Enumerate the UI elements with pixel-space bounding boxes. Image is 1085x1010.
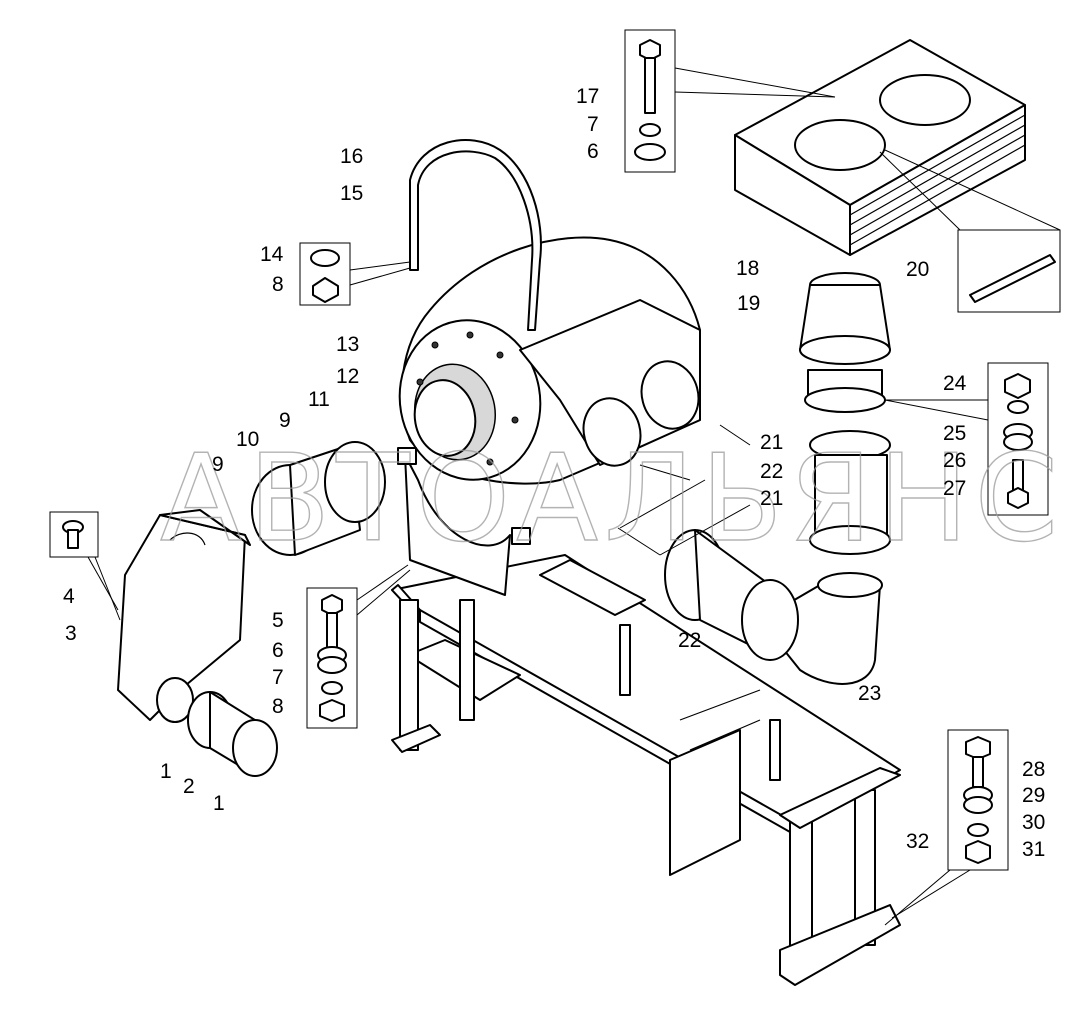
fastener-inset-28 bbox=[947, 729, 1009, 871]
fastener-inset-5 bbox=[306, 587, 358, 729]
callout-16: 16 bbox=[340, 145, 363, 168]
hose-10 bbox=[251, 441, 386, 556]
callout-2: 2 bbox=[183, 775, 195, 798]
callout-32: 32 bbox=[906, 830, 929, 853]
callout-6: 6 bbox=[587, 140, 599, 163]
callout-25: 25 bbox=[943, 422, 966, 445]
hose-22 bbox=[664, 529, 799, 661]
callout-27: 27 bbox=[943, 477, 966, 500]
callout-9: 9 bbox=[212, 453, 224, 476]
callout-3: 3 bbox=[65, 622, 77, 645]
fastener-inset-17 bbox=[624, 29, 676, 173]
callout-12: 12 bbox=[336, 365, 359, 388]
callout-13: 13 bbox=[336, 333, 359, 356]
callout-labels: 1 1 2 3 4 5 6 6 7 7 8 8 9 9 10 11 12 13 … bbox=[63, 85, 1045, 861]
hose-2 bbox=[187, 691, 278, 777]
callout-8: 8 bbox=[272, 273, 284, 296]
callout-22: 22 bbox=[678, 629, 701, 652]
callout-14: 14 bbox=[260, 243, 284, 266]
callout-31: 31 bbox=[1022, 838, 1045, 861]
callout-19: 19 bbox=[737, 292, 760, 315]
callout-17: 17 bbox=[576, 85, 599, 108]
callout-20: 20 bbox=[906, 258, 929, 281]
callout-23: 23 bbox=[858, 682, 881, 705]
fastener-inset-4 bbox=[49, 511, 99, 558]
callout-15: 15 bbox=[340, 182, 363, 205]
callout-4: 4 bbox=[63, 585, 75, 608]
callout-21: 21 bbox=[760, 431, 783, 454]
mounting-strap bbox=[409, 139, 542, 331]
air-intake-cap bbox=[117, 509, 251, 723]
callout-7: 7 bbox=[587, 113, 599, 136]
callout-8: 8 bbox=[272, 695, 284, 718]
callout-29: 29 bbox=[1022, 784, 1045, 807]
precleaner bbox=[799, 272, 891, 555]
housing-bracket bbox=[397, 447, 531, 596]
callout-24: 24 bbox=[943, 372, 967, 395]
callout-22: 22 bbox=[760, 460, 783, 483]
callout-6: 6 bbox=[272, 639, 284, 662]
watermark-text: АВТОАЛЬЯНС bbox=[160, 430, 1064, 569]
fastener-inset-24 bbox=[987, 362, 1049, 516]
callout-1: 1 bbox=[213, 792, 225, 815]
callout-18: 18 bbox=[736, 257, 759, 280]
callout-9: 9 bbox=[279, 409, 291, 432]
support-frame bbox=[391, 554, 901, 986]
fastener-inset-14 bbox=[299, 242, 351, 306]
callout-28: 28 bbox=[1022, 758, 1045, 781]
callout-21: 21 bbox=[760, 487, 783, 510]
callout-7: 7 bbox=[272, 666, 284, 689]
callout-5: 5 bbox=[272, 609, 284, 632]
callout-26: 26 bbox=[943, 449, 966, 472]
callout-1: 1 bbox=[160, 760, 172, 783]
callout-11: 11 bbox=[308, 388, 330, 411]
air-filter-housing bbox=[398, 236, 701, 485]
callout-10: 10 bbox=[236, 428, 259, 451]
prefilter-block-18 bbox=[734, 39, 1026, 256]
callout-30: 30 bbox=[1022, 811, 1045, 834]
leader-lines bbox=[87, 67, 1061, 926]
screen-20 bbox=[969, 254, 1056, 303]
